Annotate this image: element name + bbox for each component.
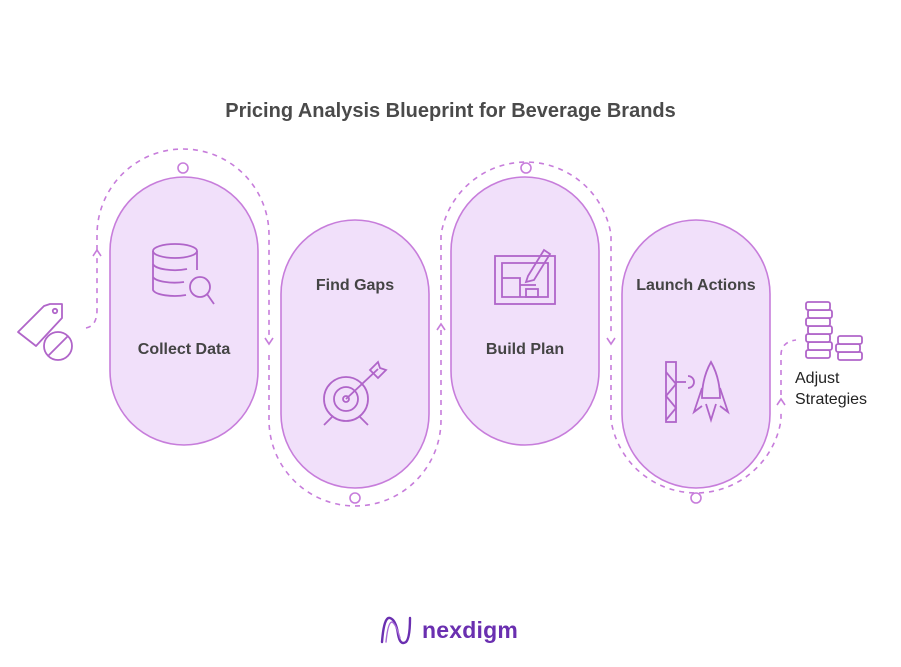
wave-logo-icon	[380, 616, 412, 645]
price-tag-cancel-icon	[17, 303, 73, 361]
target-arrow-icon	[323, 360, 388, 426]
connector-dots	[177, 162, 702, 504]
rocket-launch-icon	[664, 360, 730, 424]
database-search-icon	[152, 243, 215, 305]
step-label-build-plan: Build Plan	[485, 341, 565, 358]
step-pill-build-plan	[450, 176, 600, 446]
arrow-heads	[92, 248, 786, 406]
brand-logo: nexdigm	[378, 610, 518, 650]
step-pill-find-gaps	[280, 219, 430, 489]
step-label-find-gaps: Find Gaps	[315, 277, 395, 294]
step-label-launch-actions: Launch Actions	[636, 277, 756, 294]
dashed-connector	[85, 148, 797, 507]
step-pill-collect-data	[109, 176, 259, 446]
step-label-collect-data: Collect Data	[137, 341, 231, 358]
blueprint-pencil-icon	[494, 248, 556, 305]
page-title: Pricing Analysis Blueprint for Beverage …	[225, 100, 676, 122]
coin-stacks-icon	[805, 301, 863, 361]
end-label-line1: Adjust	[795, 370, 840, 387]
step-pill-launch-actions	[621, 219, 771, 489]
brand-name: nexdigm	[422, 616, 518, 643]
end-label: Adjust Strategies	[795, 368, 867, 410]
end-label-line2: Strategies	[795, 391, 868, 408]
